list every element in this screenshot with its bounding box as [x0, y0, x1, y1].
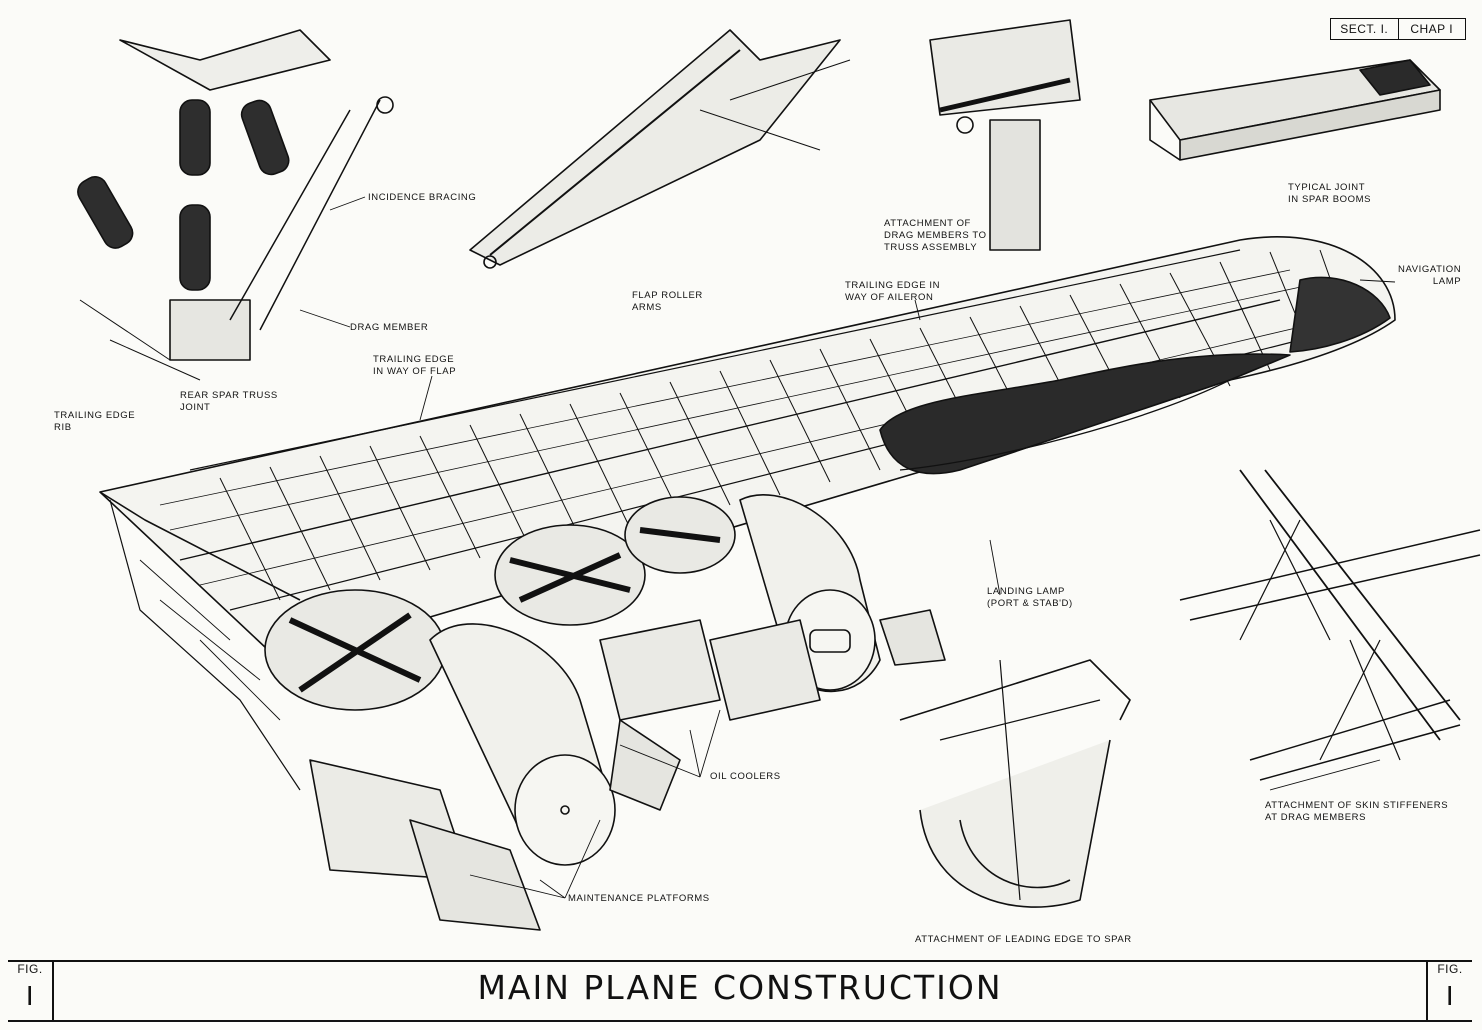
detail-skin-stiffeners — [1179, 469, 1481, 781]
label-trailing-edge-flap: TRAILING EDGE IN WAY OF FLAP — [373, 354, 457, 377]
label-oil-coolers: OIL COOLERS — [710, 771, 781, 782]
detail-leading-edge — [899, 659, 1131, 908]
fig-box-right: FIG. I — [1426, 962, 1472, 1020]
label-trailing-edge-aileron: TRAILING EDGE IN WAY OF AILERON — [845, 280, 941, 303]
label-maintenance-platforms: MAINTENANCE PLATFORMS — [568, 893, 710, 904]
title-bar: FIG. I MAIN PLANE CONSTRUCTION FIG. I — [8, 960, 1472, 1022]
label-rear-spar-truss-joint: REAR SPAR TRUSS JOINT — [180, 390, 278, 413]
label-landing-lamp: LANDING LAMP (PORT & STAB'D) — [987, 586, 1073, 609]
leader-lines — [299, 196, 1396, 899]
label-flap-roller-arms: FLAP ROLLER ARMS — [632, 290, 703, 313]
detail-drag-members — [929, 19, 1081, 251]
label-drag-member: DRAG MEMBER — [350, 322, 429, 333]
detail-spar-boom-joint — [1149, 59, 1441, 161]
detail-rear-spar-truss — [77, 29, 394, 381]
section-label: SECT. I. — [1340, 22, 1389, 36]
section-chapter-box: SECT. I. CHAP I — [1330, 18, 1466, 40]
main-wing — [99, 236, 1396, 681]
fig-box-left: FIG. I — [8, 962, 54, 1020]
label-attachment-leading-edge: ATTACHMENT OF LEADING EDGE TO SPAR — [915, 934, 1132, 945]
drawing-title: MAIN PLANE CONSTRUCTION — [477, 968, 1003, 1007]
label-attachment-skin-stiffeners: ATTACHMENT OF SKIN STIFFENERS AT DRAG ME… — [1265, 800, 1449, 823]
nacelles — [109, 494, 946, 931]
label-trailing-edge-rib: TRAILING EDGE RIB — [54, 410, 136, 433]
label-attachment-drag-members: ATTACHMENT OF DRAG MEMBERS TO TRUSS ASSE… — [884, 218, 987, 253]
label-typical-joint: TYPICAL JOINT IN SPAR BOOMS — [1288, 182, 1372, 205]
detail-flap-roller-arms — [469, 29, 851, 269]
label-incidence-bracing: INCIDENCE BRACING — [368, 192, 477, 203]
fig-number-right: I — [1445, 982, 1455, 1012]
fig-number-left: I — [25, 982, 35, 1012]
fig-label-left: FIG. — [17, 962, 43, 976]
fig-label-right: FIG. — [1437, 962, 1463, 976]
label-navigation-lamp: NAVIGATION LAMP — [1398, 264, 1462, 287]
chapter-label: CHAP I — [1397, 19, 1466, 39]
